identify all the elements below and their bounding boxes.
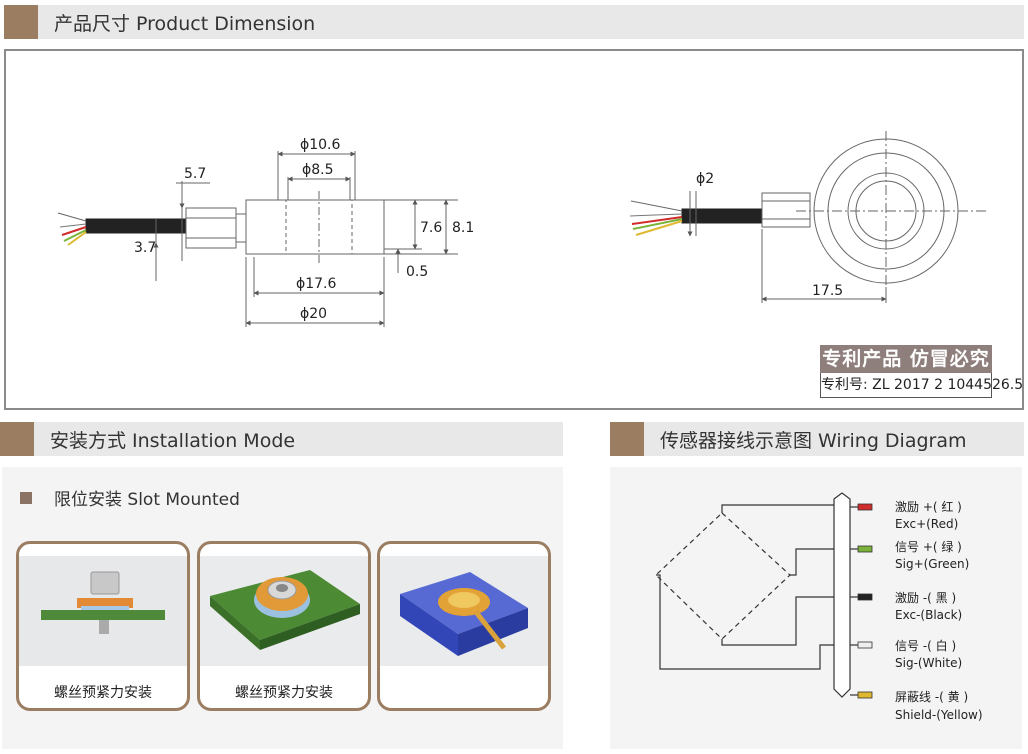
wire-tip-exc-plus — [857, 503, 873, 511]
install-caption-1: 螺丝预紧力安装 — [54, 685, 152, 701]
dim-l17-5: 17.5 — [812, 283, 843, 299]
header-accent — [4, 5, 38, 39]
header-accent — [0, 422, 34, 456]
patent-stamp: 专利产品 仿冒必究 专利号: ZL 2017 2 1044526.5 — [820, 345, 1023, 398]
dim-h7-6: 7.6 — [420, 220, 442, 236]
dim-d8-5: ϕ8.5 — [302, 162, 334, 178]
section-header-wiring: 传感器接线示意图 Wiring Diagram — [610, 422, 1024, 456]
section-header-dimension: 产品尺寸 Product Dimension — [4, 5, 1024, 39]
dim-t0-5: 0.5 — [406, 264, 428, 280]
section-title: 安装方式 Installation Mode — [50, 429, 296, 452]
dimension-svg: ϕ10.6 ϕ8.5 ϕ17.6 ϕ20 7.6 8.1 0.5 5.7 3.7… — [57, 131, 988, 327]
wire-label-en-0: Exc+(Red) — [895, 517, 958, 531]
dim-d10-6: ϕ10.6 — [300, 137, 341, 153]
install-image-3 — [380, 556, 548, 666]
wiring-panel — [610, 467, 1022, 749]
install-image-2 — [200, 556, 368, 666]
wire-label-en-2: Exc-(Black) — [895, 608, 962, 622]
install-card-1: 螺丝预紧力安装 — [16, 541, 190, 711]
patent-number: 专利号: ZL 2017 2 1044526.5 — [820, 373, 1023, 398]
dim-d2: ϕ2 — [696, 171, 714, 187]
install-card-3 — [377, 541, 551, 711]
header-accent — [610, 422, 644, 456]
wiring-diagram: 激励 +( 红 ) Exc+(Red) 信号 +( 绿 ) Sig+(Green… — [655, 492, 983, 722]
wire-label-cn-1: 信号 +( 绿 ) — [895, 539, 962, 554]
dim-h8-1: 8.1 — [452, 220, 474, 236]
dimension-drawing: ϕ10.6 ϕ8.5 ϕ17.6 ϕ20 7.6 8.1 0.5 5.7 3.7… — [4, 49, 1024, 410]
wire-label-cn-0: 激励 +( 红 ) — [895, 499, 962, 514]
dim-d17-6: ϕ17.6 — [296, 276, 337, 292]
wire-tip-shield — [857, 691, 873, 699]
section-header-installation: 安装方式 Installation Mode — [0, 422, 563, 456]
wire-tip-exc-minus — [857, 593, 873, 601]
wire-label-cn-3: 信号 -( 白 ) — [895, 638, 956, 653]
dim-d20: ϕ20 — [300, 306, 327, 322]
section-title: 传感器接线示意图 Wiring Diagram — [660, 429, 967, 452]
installation-subtitle: 限位安装 Slot Mounted — [20, 485, 240, 510]
patent-title: 专利产品 仿冒必究 — [820, 345, 992, 373]
dim-c3-7: 3.7 — [134, 240, 156, 256]
dim-c5-7: 5.7 — [184, 166, 206, 182]
section-title: 产品尺寸 Product Dimension — [54, 12, 316, 35]
install-caption-2: 螺丝预紧力安装 — [235, 685, 333, 701]
wire-tip-sig-minus — [857, 641, 873, 649]
bullet-square — [20, 491, 32, 504]
wire-label-en-3: Sig-(White) — [895, 656, 962, 670]
wire-label-cn-2: 激励 -( 黑 ) — [895, 591, 956, 605]
install-card-2: 螺丝预紧力安装 — [197, 541, 371, 711]
sensor-body-side — [245, 199, 385, 255]
wire-tips — [857, 503, 873, 699]
wire-label-en-1: Sig+(Green) — [895, 557, 969, 571]
wire-label-cn-4: 屏蔽线 -( 黄 ) — [895, 690, 968, 704]
wire-tip-sig-plus — [857, 545, 873, 553]
subtitle-text: 限位安装 Slot Mounted — [54, 490, 240, 510]
cable — [85, 218, 187, 234]
wire-label-en-4: Shield-(Yellow) — [895, 708, 983, 722]
install-image-1 — [19, 556, 187, 666]
